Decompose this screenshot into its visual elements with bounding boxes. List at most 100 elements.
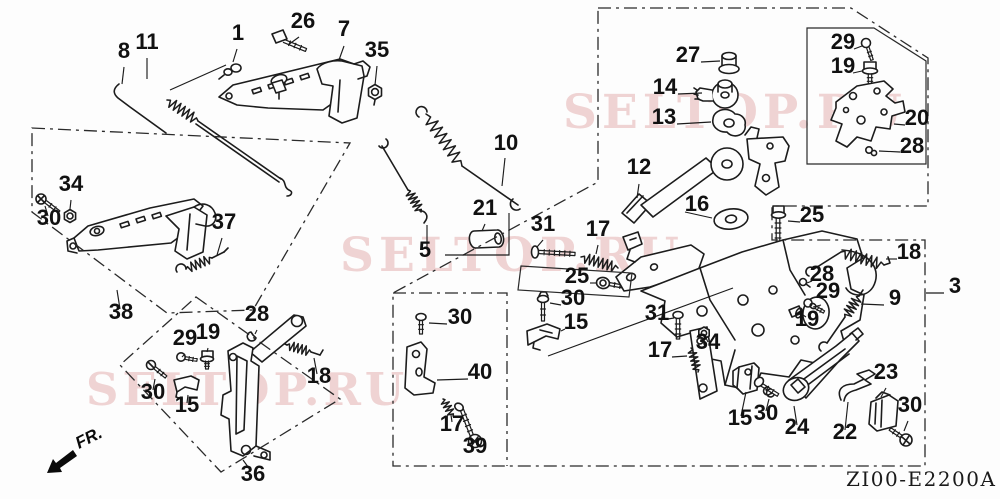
part-label-30: 30 (754, 400, 778, 425)
leader-line (469, 437, 474, 445)
part-label-40: 40 (468, 359, 492, 384)
part-label-15: 15 (175, 392, 199, 417)
leader-line (812, 304, 822, 308)
part-label-15: 15 (728, 405, 752, 430)
fr-label: FR. (72, 423, 105, 452)
leader-line (636, 183, 640, 199)
part-label-39: 39 (463, 433, 487, 458)
diagram-code: ZI00-E2200A (846, 467, 996, 491)
leader-line (313, 357, 318, 375)
part-label-37: 37 (212, 209, 236, 234)
leader-line (806, 280, 813, 284)
leader-line (152, 378, 156, 391)
part-label-34: 34 (59, 171, 84, 196)
group-20-box (806, 27, 927, 165)
leader-line (242, 459, 252, 472)
leader-line (787, 220, 801, 223)
part-label-3: 3 (949, 273, 961, 298)
part-label-21: 21 (473, 195, 497, 220)
leader-line (169, 64, 227, 91)
part-label-28: 28 (810, 261, 834, 286)
leader-line (852, 70, 863, 74)
leader-line (436, 378, 469, 381)
leader-line (549, 302, 562, 306)
part-label-25: 25 (565, 263, 589, 288)
part-label-18: 18 (307, 363, 331, 388)
front-direction-indicator: FR. (47, 423, 105, 473)
part-label-28: 28 (245, 301, 269, 326)
part-label-29: 29 (816, 278, 840, 303)
group-36-boundary (119, 296, 342, 473)
part-label-14: 14 (653, 74, 678, 99)
group-main-boundary (392, 7, 929, 467)
part-label-7: 7 (338, 16, 350, 41)
part-label-30: 30 (898, 392, 922, 417)
leader-line (121, 66, 125, 85)
part-label-5: 5 (419, 237, 431, 262)
leader-line (560, 328, 566, 332)
group-38-boundary (31, 127, 352, 314)
leader-line (799, 312, 807, 318)
part-label-18: 18 (897, 239, 921, 264)
part-label-34: 34 (696, 329, 721, 354)
region-boundaries (31, 7, 929, 473)
part-label-30: 30 (561, 285, 585, 310)
part-label-13: 13 (652, 104, 676, 129)
leader-line (880, 387, 887, 398)
leader-line (700, 60, 721, 63)
group-25-box (517, 265, 633, 298)
leader-line (671, 355, 688, 358)
part-label-30: 30 (37, 205, 61, 230)
part-label-24: 24 (785, 414, 810, 439)
part-label-31: 31 (531, 211, 555, 236)
leader-line (186, 394, 189, 404)
leader-line (740, 391, 747, 417)
leader-line (254, 329, 258, 335)
leader-line (501, 157, 506, 187)
leader-line (547, 287, 734, 357)
part-label-30: 30 (141, 379, 165, 404)
leader-line (853, 45, 863, 50)
part-label-10: 10 (494, 130, 518, 155)
leader-line (232, 48, 238, 63)
leader-line (206, 347, 209, 353)
part-label-36: 36 (241, 461, 265, 486)
leader-line (878, 150, 901, 153)
leader-line (903, 420, 909, 432)
part-label-35: 35 (365, 37, 389, 62)
group-subbox-divider (393, 292, 508, 466)
leader-line (116, 289, 121, 310)
part-label-15: 15 (564, 309, 588, 334)
part-label-20: 20 (905, 105, 929, 130)
part-label-38: 38 (109, 299, 133, 324)
part-label-30: 30 (448, 304, 472, 329)
leader-line (684, 211, 713, 219)
part-label-8: 8 (118, 38, 130, 63)
leader-line (536, 239, 544, 248)
parts-artwork (35, 29, 913, 461)
part-label-16: 16 (685, 191, 709, 216)
part-label-17: 17 (586, 216, 610, 241)
fr-arrow-icon (47, 450, 77, 473)
leader-line (677, 92, 703, 95)
leader-line (793, 405, 798, 426)
leader-lines (44, 36, 944, 472)
leader-line (450, 414, 453, 423)
part-label-27: 27 (676, 42, 700, 67)
leader-line (860, 303, 885, 306)
part-label-17: 17 (440, 411, 464, 436)
part-label-25: 25 (800, 202, 824, 227)
leader-line (765, 398, 770, 412)
part-label-19: 19 (795, 306, 819, 331)
leader-line (338, 45, 345, 61)
leader-line (844, 401, 849, 431)
part-label-28: 28 (900, 133, 924, 158)
part-label-22: 22 (833, 419, 857, 444)
leader-line (181, 353, 186, 358)
part-label-19: 19 (196, 319, 220, 344)
leader-line (705, 337, 709, 343)
part-label-12: 12 (627, 154, 651, 179)
part-label-11: 11 (135, 29, 158, 54)
